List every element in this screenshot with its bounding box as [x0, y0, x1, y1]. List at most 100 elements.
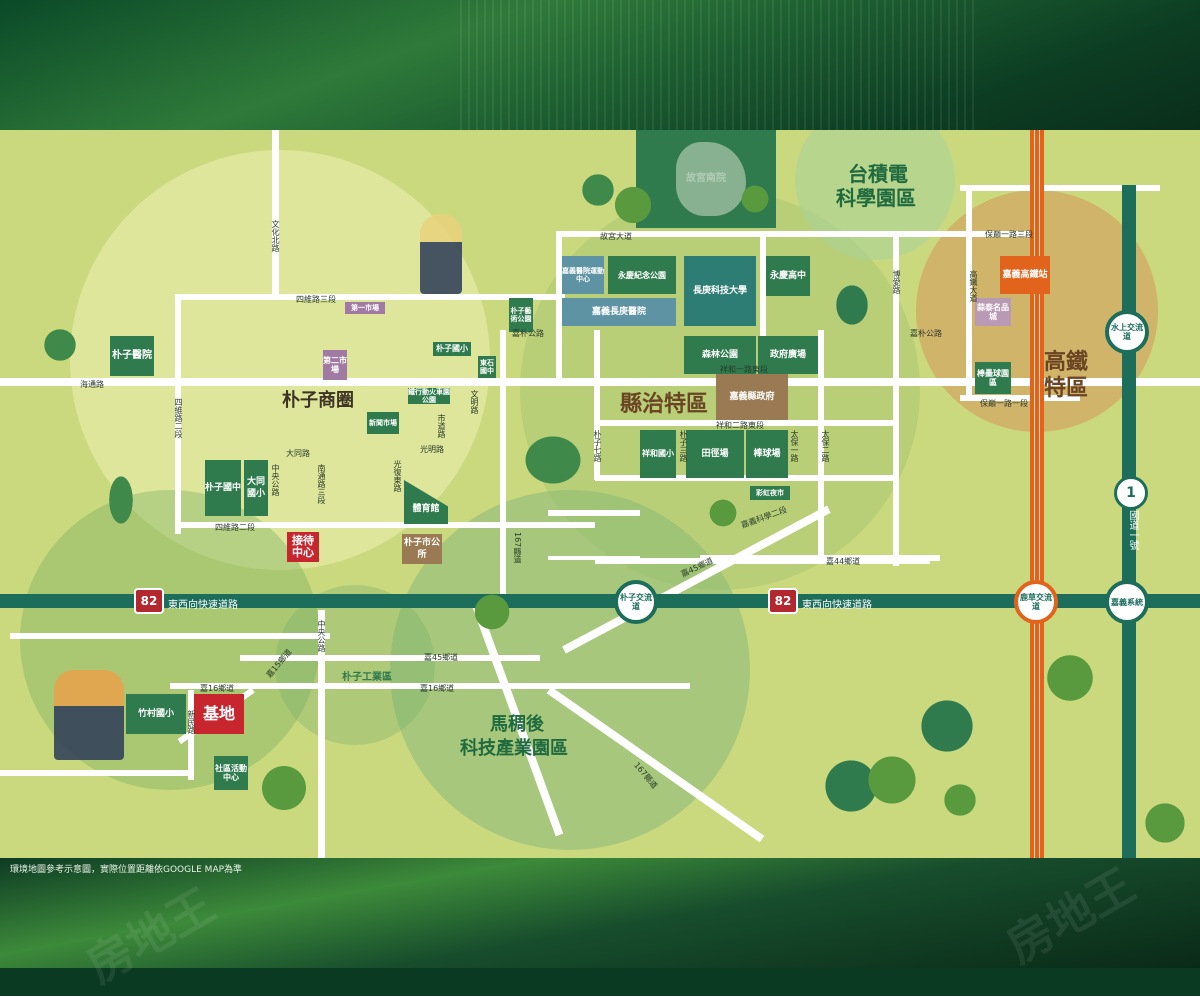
- road-label: 朴子三路: [679, 430, 688, 462]
- road-label: 文化北路: [271, 220, 280, 252]
- road-label: 嘉45鄉道: [424, 653, 459, 662]
- road-label: 新民路: [187, 710, 196, 734]
- interchange-lucao[interactable]: 鹿草交流道: [1014, 580, 1058, 624]
- area-label-hsr-2: 特區: [1044, 376, 1089, 401]
- block-chang-gung-univ[interactable]: 長庚科技大學: [684, 256, 756, 326]
- interchange-shuishang[interactable]: 水上交流道: [1105, 310, 1149, 354]
- block-forest-park[interactable]: 森林公園: [684, 336, 756, 374]
- block-dongshi-middle[interactable]: 東石國中: [478, 356, 496, 378]
- banner-stripes: [460, 0, 980, 130]
- block-yongqing-park[interactable]: 永慶紀念公園: [608, 256, 676, 294]
- block-baseball[interactable]: 棒球場: [746, 430, 788, 478]
- family-illustration: [54, 670, 124, 760]
- road-label: 祥和一路東段: [720, 365, 768, 374]
- block-gov-square[interactable]: 政府廣場: [758, 336, 818, 374]
- area-label-puzi-industrial: 朴子工業區: [342, 672, 392, 683]
- block-puzi-elem[interactable]: 朴子國小: [433, 342, 471, 356]
- tree-icon: [518, 430, 588, 490]
- block-community-center[interactable]: 社區活動中心: [214, 756, 248, 790]
- tree-icon: [256, 760, 312, 816]
- tree-icon: [610, 182, 656, 228]
- route-82-shield: 82: [768, 588, 798, 614]
- road: [595, 558, 930, 564]
- road-label: 大同路: [286, 449, 310, 458]
- road: [818, 330, 824, 560]
- block-datong-elem[interactable]: 大同國小: [244, 460, 268, 516]
- road: [500, 330, 506, 610]
- area-label-industrial-2: 科技產業園區: [460, 738, 568, 759]
- radius-bubble: [275, 585, 435, 745]
- road-label: 文明路: [470, 390, 479, 414]
- block-reception[interactable]: 接待中心: [287, 532, 319, 562]
- disclaimer-note: 環境地圖參考示意圖，實際位置距離依GOOGLE MAP為準: [10, 865, 243, 875]
- block-palace-museum[interactable]: 故宮南院: [636, 130, 776, 228]
- block-city-office[interactable]: 朴子市公所: [402, 534, 442, 564]
- tree-icon: [1140, 798, 1190, 848]
- road: [240, 655, 540, 661]
- block-hsr-station[interactable]: 嘉義高鐵站: [1000, 256, 1050, 294]
- road: [594, 330, 600, 480]
- block-arts-park[interactable]: 朴子藝術公園: [509, 298, 533, 332]
- block-first-market[interactable]: 第一市場: [345, 302, 385, 314]
- block-chang-gung-hosp[interactable]: 嘉義長庚醫院: [562, 298, 676, 326]
- road: [760, 231, 766, 381]
- expressway-82: [0, 594, 1200, 608]
- block-yongqing-high[interactable]: 永慶高中: [766, 256, 810, 296]
- block-cultural-square[interactable]: 鐵行動火車園公園: [408, 388, 450, 404]
- road-label: 嘉16鄉道: [420, 684, 455, 693]
- road-label: 高鐵大道: [969, 270, 978, 302]
- road: [595, 420, 895, 426]
- block-puzi-hospital[interactable]: 朴子醫院: [110, 336, 154, 376]
- block-night-market[interactable]: 彩虹夜市: [750, 486, 790, 500]
- interchange-jiayi[interactable]: 嘉義系統: [1105, 580, 1149, 624]
- block-puzi-middle[interactable]: 朴子國中: [205, 460, 241, 516]
- block-xianghe-elem[interactable]: 祥和國小: [640, 430, 676, 478]
- tree-icon: [738, 182, 772, 216]
- interchange-puzi[interactable]: 朴子交流道: [614, 580, 658, 624]
- road: [960, 185, 1160, 191]
- tree-icon: [862, 750, 922, 810]
- road: [10, 633, 330, 639]
- road-label: 故宮大道: [600, 232, 632, 241]
- road-label: 嘉朴公路: [512, 329, 544, 338]
- road: [556, 231, 562, 381]
- road-label: 中央公路: [317, 620, 326, 652]
- block-track-field[interactable]: 田徑場: [686, 430, 744, 478]
- block-county-hall[interactable]: 嘉義縣政府: [716, 374, 788, 420]
- block-hsr-mall[interactable]: 蒜泰名品城: [975, 298, 1011, 326]
- road: [0, 378, 1200, 386]
- block-second-market[interactable]: 第二市場: [323, 350, 347, 380]
- block-zhucun-elem[interactable]: 竹村國小: [126, 694, 186, 734]
- road-label: 嘉44鄉道: [826, 557, 861, 566]
- road-label: 海通路: [80, 380, 104, 389]
- bench-couple-illustration: [548, 510, 640, 560]
- area-label-county-gov: 縣治特區: [620, 392, 709, 417]
- road: [560, 231, 1040, 237]
- bottom-banner: [0, 858, 1200, 968]
- road-label: 光明路: [420, 445, 444, 454]
- road: [175, 294, 181, 534]
- block-site[interactable]: 基地: [194, 694, 244, 734]
- road-label: 南通路三段: [317, 464, 326, 504]
- area-label-hsr-1: 高鐵: [1044, 350, 1089, 375]
- tree-icon: [1040, 650, 1100, 706]
- area-map[interactable]: 朴子商圈 縣治特區 台積電 科學園區 高鐵 特區 馬稠後 科技產業園區 朴子工業…: [0, 130, 1200, 858]
- route-82-shield: 82: [134, 588, 164, 614]
- national-freeway-shield: 1: [1114, 476, 1148, 510]
- national-freeway-label: 國道一號: [1127, 510, 1138, 550]
- top-banner: [0, 0, 1200, 130]
- area-label-industrial-1: 馬稠後: [490, 714, 544, 735]
- road-label: 市道路: [437, 414, 446, 438]
- road: [595, 475, 895, 481]
- area-label-puzi-shopping: 朴子商圈: [282, 390, 354, 411]
- tree-icon: [832, 280, 872, 330]
- road: [0, 770, 190, 776]
- road-label: 嘉16鄉道: [200, 684, 235, 693]
- block-hsr-baseball[interactable]: 棒壘球園區: [975, 362, 1011, 394]
- couple-walking-illustration: [420, 214, 462, 294]
- tree-icon: [40, 325, 80, 365]
- block-hosp-sports[interactable]: 嘉義醫院運動中心: [562, 256, 604, 294]
- road-label: 保巔一路一段: [980, 399, 1028, 408]
- block-market-mall[interactable]: 新聞市場: [367, 412, 399, 434]
- road: [966, 185, 972, 400]
